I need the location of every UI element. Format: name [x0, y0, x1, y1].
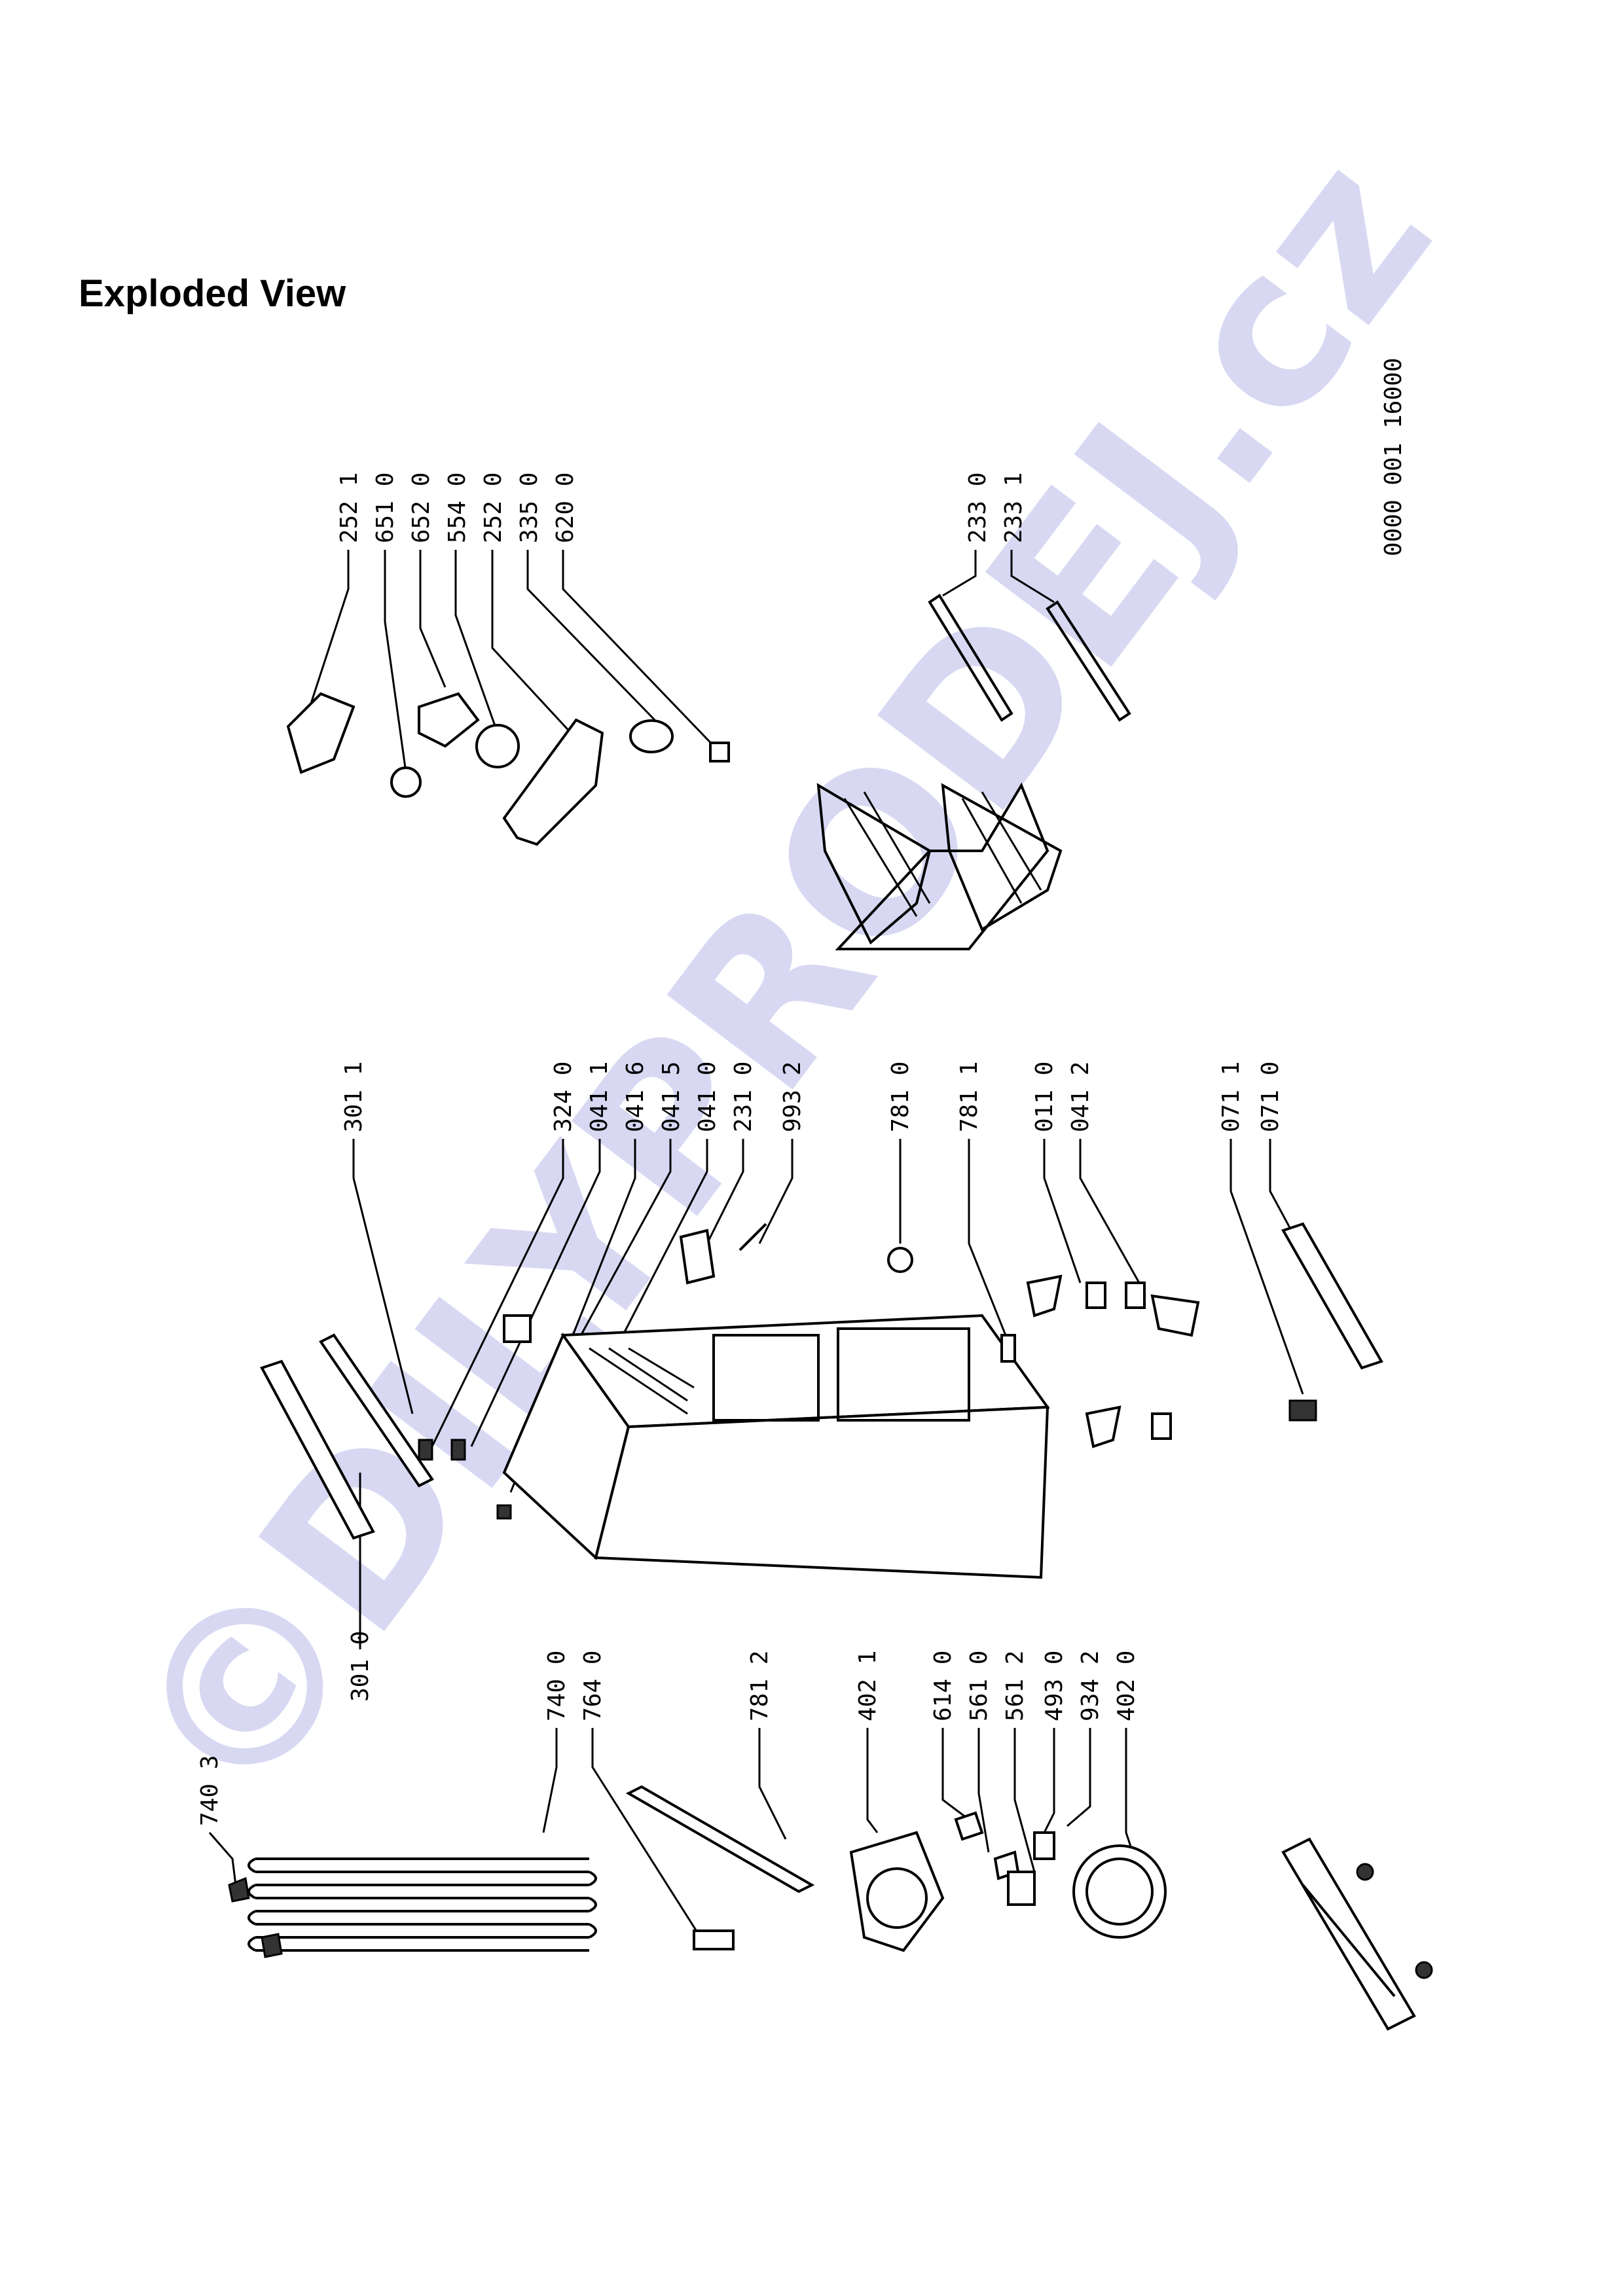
part-label: 561 0: [966, 1651, 993, 1721]
base-frame-part: [1281, 1837, 1416, 2031]
part-label: 041 0: [694, 1062, 721, 1132]
part-label: 233 0: [964, 473, 991, 543]
hinge-bracket-part: [1150, 1294, 1200, 1337]
part-label: 493 0: [1041, 1651, 1068, 1721]
kickplate-clip-part: [1288, 1399, 1317, 1422]
part-label: 561 2: [1002, 1651, 1029, 1721]
lamp-cover-part: [286, 692, 356, 774]
cable-part: [739, 1223, 767, 1251]
part-label: 740 0: [543, 1651, 570, 1721]
clip-part: [450, 1439, 466, 1461]
freezer-compartment-part: [712, 1334, 820, 1422]
part-label: 651 0: [372, 473, 399, 543]
part-label: 402 1: [854, 1651, 881, 1721]
part-label: 041 2: [1067, 1062, 1094, 1132]
bracket-part: [679, 1229, 716, 1285]
part-label: 011 0: [1031, 1062, 1058, 1132]
knob-part: [475, 724, 520, 768]
part-label: 781 2: [746, 1651, 773, 1721]
bolt-part: [1125, 1282, 1146, 1309]
dial-part: [629, 719, 674, 753]
part-label: 252 0: [480, 473, 507, 543]
rubber-grommet-part: [1356, 1863, 1374, 1881]
part-label: 252 1: [336, 473, 363, 543]
shelf-support-part: [928, 594, 1013, 722]
rail-part: [319, 1333, 434, 1488]
part-label: 781 1: [956, 1062, 983, 1132]
part-label: 231 0: [730, 1062, 757, 1132]
evaporator-assembly: [816, 550, 1131, 950]
page-title: Exploded View: [79, 272, 346, 315]
relay-cover-part: [1007, 1871, 1036, 1906]
part-label: 041 5: [658, 1062, 685, 1132]
condenser-clip-part: [228, 1876, 250, 1903]
thermostat-body-part: [418, 692, 480, 748]
watermark: ©DILYPRODEJ.cz: [82, 112, 1480, 1850]
part-label: 335 0: [516, 473, 543, 543]
kickplate-part: [1281, 1222, 1383, 1370]
housing-part: [502, 718, 604, 846]
drain-channel-part: [625, 1785, 815, 1893]
part-label: 324 0: [550, 1062, 577, 1132]
hinge-part: [503, 1314, 532, 1343]
clip-part: [496, 1504, 512, 1520]
part-label: 041 6: [622, 1062, 649, 1132]
mounting-plate-part: [849, 1831, 945, 1952]
part-label: 301 0: [347, 1631, 374, 1702]
part-label: 301 1: [340, 1062, 367, 1132]
lower-bolt-part: [1151, 1412, 1172, 1440]
part-label: 071 1: [1218, 1062, 1245, 1132]
part-label: 071 0: [1257, 1062, 1284, 1132]
shelf-support-part: [1046, 600, 1131, 722]
part-label: 934 2: [1077, 1651, 1104, 1721]
compressor-assembly: [208, 1728, 1433, 2031]
door-hinge-part: [1026, 1274, 1063, 1318]
label-column-evaporator: 233 0 233 1: [964, 473, 1027, 543]
condenser-clip-part: [261, 1933, 283, 1958]
rail-part: [260, 1359, 375, 1540]
part-label: 993 2: [779, 1062, 806, 1132]
clip-part: [418, 1439, 433, 1461]
part-label: 620 0: [552, 473, 579, 543]
capacitor-part: [1033, 1831, 1055, 1860]
relay-part: [954, 1811, 984, 1841]
filter-drier-part: [693, 1929, 735, 1950]
part-label: 781 0: [887, 1062, 914, 1132]
document-code: 0000 001 16000: [1380, 358, 1407, 556]
condenser-coil-part: [255, 1857, 589, 1952]
part-label: 652 0: [408, 473, 435, 543]
part-label: 402 0: [1113, 1651, 1140, 1721]
foot-part: [887, 1247, 913, 1273]
cabinet-assembly: [260, 1139, 1383, 1649]
part-label: 041 1: [586, 1062, 613, 1132]
thermostat-assembly: [286, 550, 730, 846]
bolt-part: [1085, 1282, 1106, 1309]
part-label: 554 0: [444, 473, 471, 543]
bulb-part: [390, 766, 422, 798]
part-label: 614 0: [930, 1651, 957, 1721]
part-label: 764 0: [579, 1651, 606, 1721]
label-column-cabinet: 301 1 324 0 041 1 041 6 041 5 041 0 231 …: [340, 1062, 1284, 1702]
fridge-compartment-part: [837, 1327, 970, 1422]
label-column-compressor: 740 3 740 0 764 0 781 2 402 1 614 0 561 …: [196, 1651, 1140, 1826]
switch-part: [709, 742, 730, 762]
label-column-top: 252 1 651 0 652 0 554 0 252 0 335 0 620 …: [336, 473, 579, 543]
part-label: 233 1: [1000, 473, 1027, 543]
part-label: 740 3: [196, 1755, 223, 1826]
rubber-grommet-part: [1415, 1961, 1433, 1979]
pin-part: [1000, 1334, 1016, 1363]
lower-hinge-part: [1085, 1405, 1122, 1448]
